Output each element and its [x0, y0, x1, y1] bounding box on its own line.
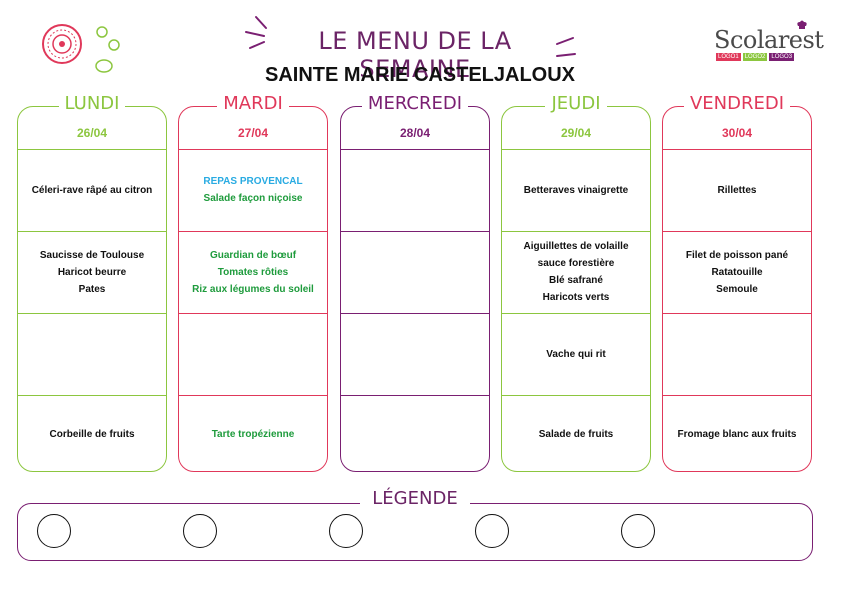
- section-divider: [502, 395, 650, 396]
- day-date: 26/04: [76, 126, 108, 140]
- day-date: 30/04: [721, 126, 753, 140]
- menu-item: Guardian de bœuf: [209, 249, 297, 261]
- menu-item: Céleri-rave râpé au citron: [31, 184, 153, 196]
- day-date: 29/04: [560, 126, 592, 140]
- section-divider: [341, 395, 489, 396]
- section-divider: [18, 313, 166, 314]
- meal-section: Céleri-rave râpé au citron: [18, 149, 166, 231]
- section-divider: [18, 395, 166, 396]
- meal-section: REPAS PROVENCAL Salade façon niçoise: [179, 149, 327, 231]
- menu-item: sauce forestière: [537, 258, 615, 269]
- meal-section: Fromage blanc aux fruits: [663, 395, 811, 473]
- menu-item: Rillettes: [717, 184, 757, 196]
- section-divider: [341, 231, 489, 232]
- legend-box: LÉGENDE: [17, 488, 813, 561]
- section-divider: [18, 231, 166, 232]
- menu-item: Haricots verts: [542, 292, 610, 303]
- section-divider: [663, 395, 811, 396]
- brand-tag: LOGO2: [742, 53, 768, 61]
- title-decoration-right: [556, 37, 576, 57]
- brand-logo: Scolarest LOGO1 LOGO2 LOGO3: [714, 20, 824, 64]
- day-name: JEUDI: [545, 93, 607, 114]
- day-name: LUNDI: [58, 93, 126, 114]
- meal-section: [18, 313, 166, 395]
- day-name: MERCREDI: [361, 93, 469, 114]
- title-decoration-left: [245, 16, 267, 49]
- menu-item: Filet de poisson pané: [685, 249, 789, 261]
- day-date: 28/04: [399, 126, 431, 140]
- menu-item: Haricot beurre: [57, 266, 127, 278]
- legend-icon-slot: [37, 514, 71, 548]
- brand-tags: LOGO1 LOGO2 LOGO3: [716, 53, 795, 61]
- school-name: SAINTE MARIE CASTELJALOUX: [264, 64, 576, 86]
- day-column-mercredi: MERCREDI 28/04: [340, 93, 490, 473]
- menu-item: Tomates rôties: [217, 266, 289, 278]
- section-divider: [663, 231, 811, 232]
- section-divider: [663, 149, 811, 150]
- meal-section: Vache qui rit: [502, 313, 650, 395]
- legend-icon-slot: [329, 514, 363, 548]
- menu-item: Salade de fruits: [538, 428, 614, 440]
- legend-title: LÉGENDE: [360, 488, 470, 509]
- menu-item: Pates: [78, 283, 106, 295]
- section-divider: [179, 149, 327, 150]
- menu-item: Corbeille de fruits: [49, 428, 135, 440]
- menu-item: Blé safrané: [549, 275, 603, 286]
- meal-section: Aiguillettes de volaille sauce forestière…: [502, 231, 650, 313]
- meal-section: Rillettes: [663, 149, 811, 231]
- meal-section: Corbeille de fruits: [18, 395, 166, 473]
- menu-item: Salade façon niçoise: [203, 193, 303, 204]
- menu-item: Saucisse de Toulouse: [39, 249, 145, 261]
- brand-tag: LOGO3: [769, 53, 795, 61]
- section-divider: [18, 149, 166, 150]
- menu-item: Vache qui rit: [546, 348, 606, 360]
- day-date: 27/04: [237, 126, 269, 140]
- day-column-mardi: MARDI 27/04 REPAS PROVENCAL Salade façon …: [178, 93, 328, 473]
- menu-item: Aiguillettes de volaille: [523, 241, 629, 252]
- menu-item: Riz aux légumes du soleil: [192, 283, 314, 295]
- legend-icon-slot: [475, 514, 509, 548]
- menu-item: REPAS PROVENCAL: [203, 176, 303, 187]
- section-divider: [179, 395, 327, 396]
- meal-section: [179, 313, 327, 395]
- menu-item: Fromage blanc aux fruits: [677, 428, 797, 440]
- section-divider: [341, 149, 489, 150]
- section-divider: [663, 313, 811, 314]
- meal-section: Salade de fruits: [502, 395, 650, 473]
- brand-name: Scolarest: [714, 26, 824, 54]
- chef-hat-icon: [797, 20, 807, 29]
- legend-icon-slot: [621, 514, 655, 548]
- fruit-stamp-logo: [42, 24, 120, 73]
- section-divider: [502, 313, 650, 314]
- menu-item: Betteraves vinaigrette: [523, 184, 629, 196]
- section-divider: [341, 313, 489, 314]
- menu-item: Semoule: [716, 283, 758, 295]
- meal-section: [341, 231, 489, 313]
- day-name: VENDREDI: [683, 93, 791, 114]
- page-title: LE MENU DE LA SEMAINE: [318, 27, 512, 83]
- meal-section: [341, 313, 489, 395]
- meal-section: [341, 395, 489, 473]
- section-divider: [502, 231, 650, 232]
- menu-item: Tarte tropézienne: [211, 428, 295, 440]
- section-divider: [179, 231, 327, 232]
- brand-tag: LOGO1: [716, 53, 741, 61]
- meal-section: [341, 149, 489, 231]
- meal-section: [663, 313, 811, 395]
- legend-icon-slot: [183, 514, 217, 548]
- menu-item: Ratatouille: [711, 266, 763, 278]
- section-divider: [502, 149, 650, 150]
- meal-section: Betteraves vinaigrette: [502, 149, 650, 231]
- meal-section: Tarte tropézienne: [179, 395, 327, 473]
- day-name: MARDI: [217, 93, 289, 114]
- section-divider: [179, 313, 327, 314]
